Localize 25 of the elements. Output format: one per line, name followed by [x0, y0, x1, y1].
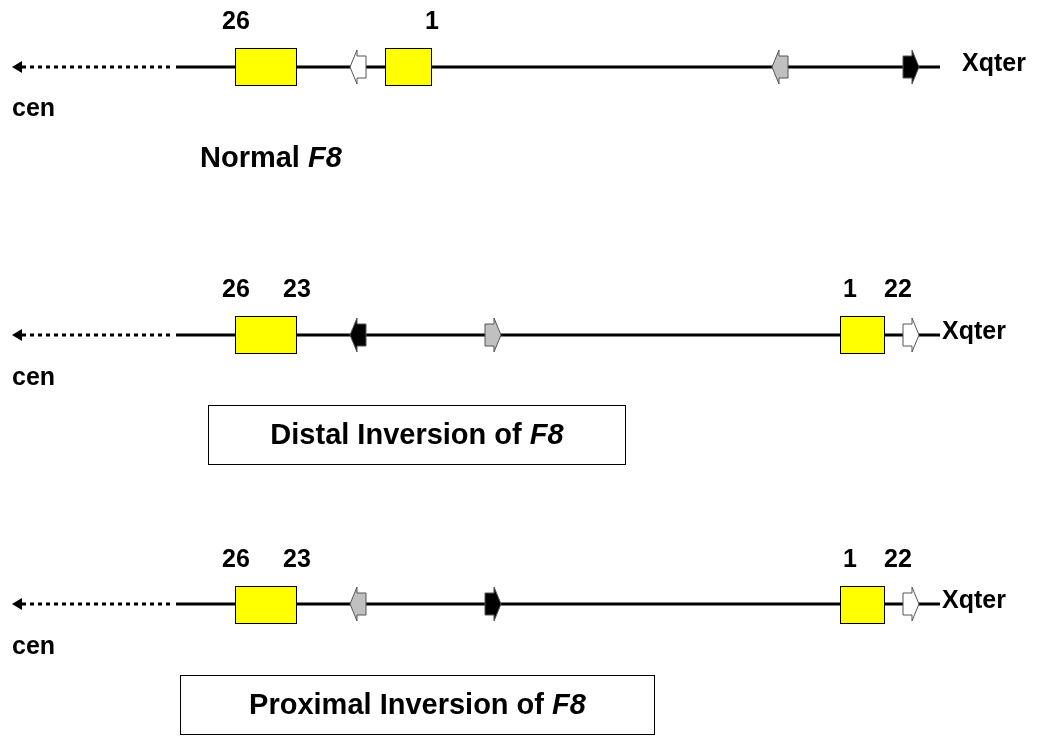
exon-number: 1 [843, 546, 857, 571]
label-text: Xqter [962, 50, 1026, 75]
label-text: Xqter [942, 318, 1006, 343]
exon-number: 26 [222, 8, 250, 33]
label-text: cen [12, 633, 56, 658]
title-box: Distal Inversion of F8 [208, 405, 626, 465]
label-text: cen [12, 95, 56, 120]
exon-number: 22 [884, 276, 912, 301]
label-text: cen [12, 364, 56, 389]
title-box: Proximal Inversion of F8 [180, 675, 655, 735]
exon-box [840, 316, 885, 354]
exon-box [235, 316, 297, 354]
exon-box [235, 48, 297, 86]
exon-number: 22 [884, 546, 912, 571]
exon-number: 1 [425, 8, 439, 33]
label-text: Normal F8 [200, 143, 342, 172]
exon-number: 23 [283, 276, 311, 301]
exon-number: 26 [222, 276, 250, 301]
exon-box [840, 586, 885, 624]
exon-number: 23 [283, 546, 311, 571]
exon-number: 1 [843, 276, 857, 301]
label-text: Xqter [942, 587, 1006, 612]
exon-box [385, 48, 432, 86]
exon-box [235, 586, 297, 624]
exon-number: 26 [222, 546, 250, 571]
